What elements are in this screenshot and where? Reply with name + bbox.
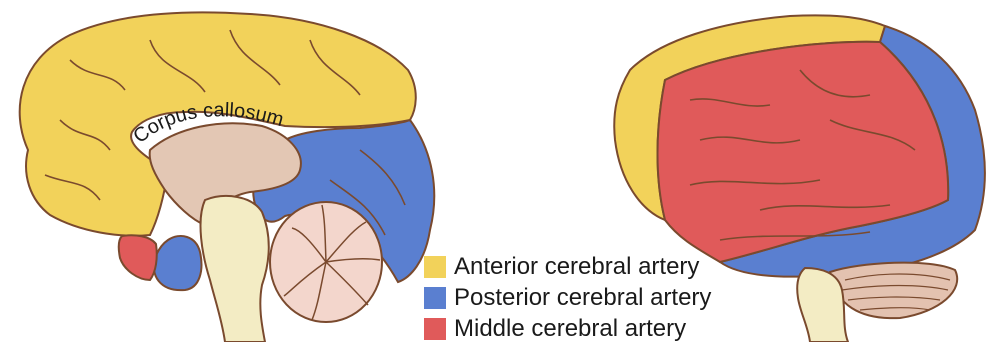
medial-brain-view: Corpus callosum <box>20 12 435 342</box>
legend: Anterior cerebral artery Posterior cereb… <box>424 252 754 345</box>
medial-posterior-uncus <box>154 236 202 290</box>
brainstem <box>201 196 269 342</box>
legend-item-middle: Middle cerebral artery <box>424 314 754 344</box>
legend-item-posterior: Posterior cerebral artery <box>424 283 754 313</box>
legend-label-anterior: Anterior cerebral artery <box>454 253 699 281</box>
legend-swatch-anterior <box>424 256 446 278</box>
cerebellum-medial <box>270 202 382 322</box>
legend-item-anterior: Anterior cerebral artery <box>424 252 754 282</box>
medial-middle-territory <box>119 235 157 280</box>
legend-swatch-posterior <box>424 287 446 309</box>
legend-swatch-middle <box>424 318 446 340</box>
legend-label-middle: Middle cerebral artery <box>454 315 686 343</box>
cerebellum-lateral <box>830 263 957 319</box>
legend-label-posterior: Posterior cerebral artery <box>454 284 711 312</box>
